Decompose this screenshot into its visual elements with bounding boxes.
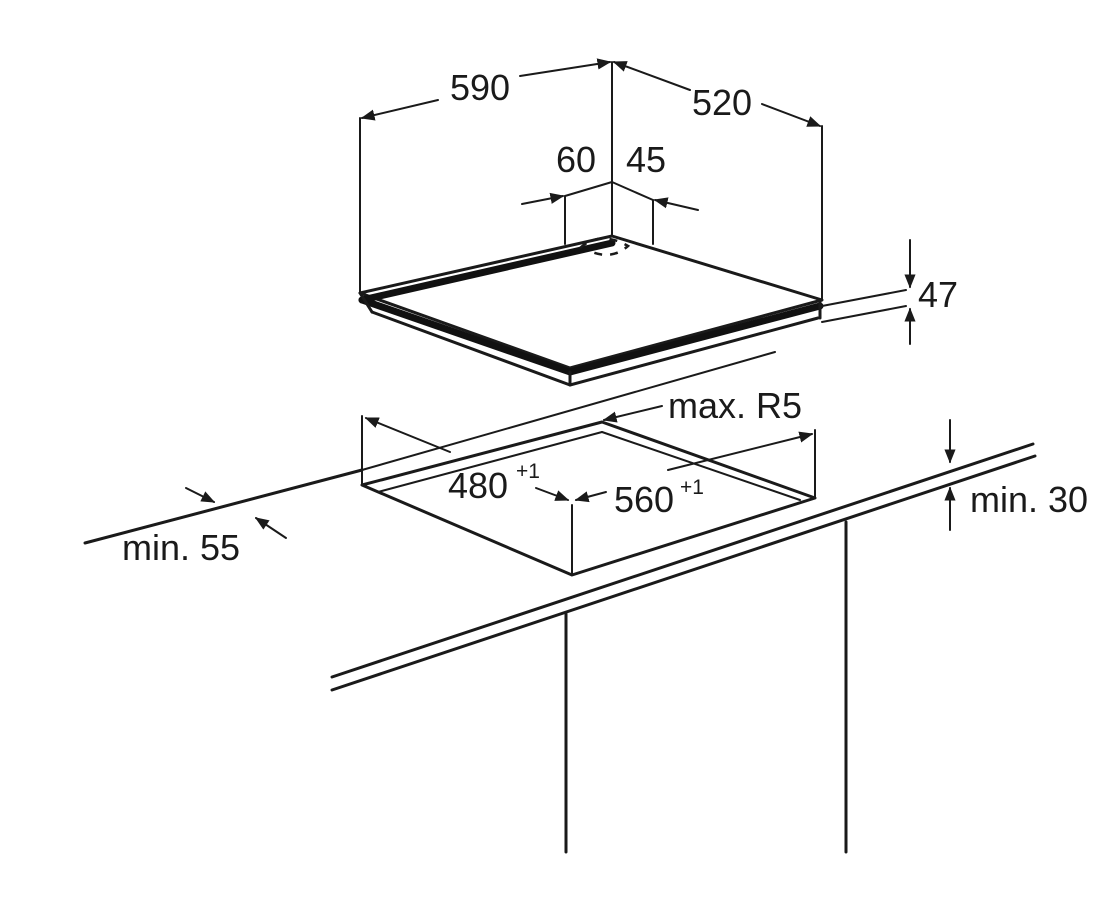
- dimension-520: 520: [612, 61, 822, 127]
- hob-unit: [358, 61, 824, 387]
- dimension-min30: min. 30: [944, 419, 1088, 531]
- label-47: 47: [918, 274, 958, 315]
- label-560-tolerance: +1: [680, 476, 704, 499]
- label-60: 60: [556, 139, 596, 180]
- hob-top-surface: [358, 234, 824, 370]
- label-max-r5: max. R5: [668, 385, 802, 426]
- hob-rim-left: [358, 296, 574, 376]
- worktop-back-edge: [361, 351, 776, 471]
- label-560: 560: [614, 479, 674, 520]
- label-min-30: min. 30: [970, 479, 1088, 520]
- dimension-60-45: 60 45: [521, 139, 699, 211]
- label-520: 520: [692, 82, 752, 123]
- gas-connection-dashed: [579, 237, 631, 257]
- cutout-inner-right: [601, 431, 801, 501]
- worktop: [83, 351, 1037, 854]
- gas-baseline-right: [611, 181, 654, 201]
- label-480: 480: [448, 465, 508, 506]
- worktop-front-long-bottom: [330, 454, 1037, 692]
- dimension-590: 590: [360, 58, 612, 121]
- label-590: 590: [450, 67, 510, 108]
- label-min-55: min. 55: [122, 527, 240, 568]
- dimension-480: 480 +1: [364, 417, 570, 506]
- cutout-inner-left: [377, 431, 603, 493]
- worktop-front-edge-top: [83, 468, 364, 545]
- hob-underside-left: [370, 310, 572, 387]
- gas-baseline-left: [564, 181, 613, 197]
- hob-rim-back-left: [358, 239, 616, 304]
- dimension-560: 560 +1: [574, 431, 814, 520]
- hob-edge-left: [358, 291, 374, 314]
- dimension-47: 47: [821, 239, 958, 345]
- label-480-tolerance: +1: [516, 460, 540, 483]
- dimension-min55: min. 55: [122, 487, 287, 568]
- hob-rim-right: [566, 302, 824, 376]
- hob-underside-right: [568, 316, 820, 387]
- label-45: 45: [626, 139, 666, 180]
- dimension-r5: max. R5: [602, 385, 802, 426]
- worktop-front-long-top: [330, 442, 1035, 679]
